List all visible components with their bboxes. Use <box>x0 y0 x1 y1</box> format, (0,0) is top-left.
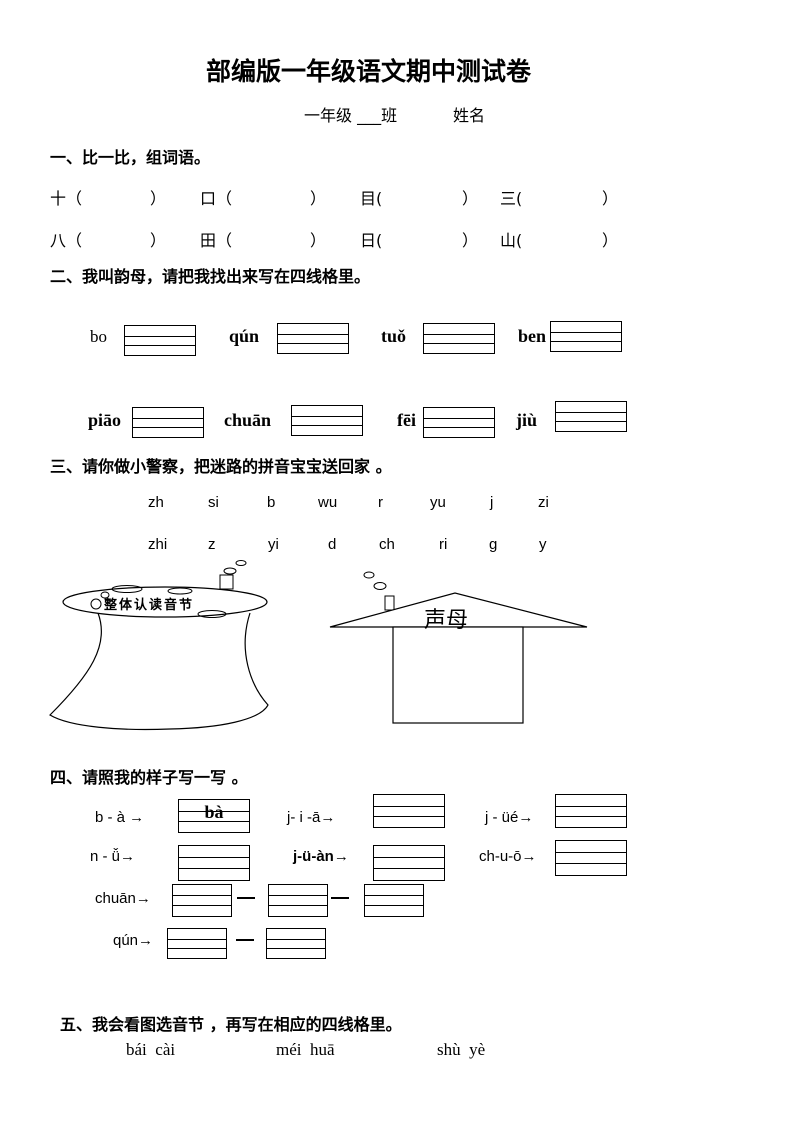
pinyin-label: qún <box>229 326 260 346</box>
pinyin-label: fēi <box>397 410 416 430</box>
four-line-grid[interactable] <box>550 321 622 352</box>
page-title: 部编版一年级语文期中测试卷 <box>206 57 532 86</box>
pinyin-pair: bái cài <box>126 1040 176 1059</box>
four-line-grid[interactable] <box>555 840 627 876</box>
example-grid: bà <box>178 799 250 833</box>
pinyin-item[interactable]: wu <box>318 494 338 511</box>
spelling-formula: ch-u-ō→ <box>479 848 537 865</box>
dash-separator <box>237 897 255 899</box>
four-line-grid[interactable] <box>373 794 445 828</box>
pinyin-item[interactable]: yi <box>268 536 279 553</box>
pinyin-label: tuǒ <box>381 326 407 346</box>
pinyin-item[interactable]: y <box>539 536 547 553</box>
word-item: 口（ <box>200 189 233 208</box>
pinyin-label: piāo <box>88 410 122 430</box>
four-line-grid[interactable] <box>277 323 349 354</box>
section5-heading: 五、我会看图选音节 ，再写在相应的四线格里。 <box>60 1015 402 1034</box>
four-line-grid[interactable] <box>268 884 328 917</box>
word-item: ） <box>150 189 167 208</box>
dash-separator <box>331 897 349 899</box>
pinyin-item[interactable]: ch <box>379 536 395 553</box>
spelling-formula: j - üé→ <box>485 809 534 826</box>
spelling-formula: chuān→ <box>95 890 151 907</box>
word-item: 八（ <box>50 231 83 250</box>
pinyin-pair: shù yè <box>437 1040 486 1059</box>
four-line-grid[interactable] <box>167 928 227 959</box>
dash-separator <box>236 939 254 941</box>
pinyin-item[interactable]: d <box>328 536 337 553</box>
four-line-grid[interactable] <box>555 794 627 828</box>
pinyin-label: bo <box>90 327 107 346</box>
name-label: 姓名 <box>453 106 486 125</box>
house-illustration <box>329 571 588 724</box>
four-line-grid[interactable] <box>172 884 232 917</box>
pinyin-item[interactable]: ri <box>439 536 448 553</box>
section4-heading: 四、请照我的样子写一写 。 <box>50 768 248 787</box>
word-item: ） <box>602 189 619 208</box>
pot-label: 整体认读音节 <box>104 598 195 613</box>
word-item: 山( <box>500 231 523 250</box>
spelling-formula: j-ü-àn→ <box>293 848 349 865</box>
four-line-grid[interactable] <box>266 928 326 959</box>
pinyin-item[interactable]: zhi <box>148 536 168 553</box>
spelling-formula: j- i -ā→ <box>287 809 336 826</box>
pinyin-item[interactable]: si <box>208 494 219 511</box>
pinyin-item[interactable]: zh <box>148 494 164 511</box>
word-item: 田（ <box>200 231 233 250</box>
four-line-grid[interactable] <box>555 401 627 432</box>
section1-heading: 一、比一比，组词语。 <box>50 148 211 167</box>
four-line-grid[interactable] <box>124 325 196 356</box>
pinyin-pair: méi huā <box>276 1040 335 1059</box>
pot-illustration <box>49 560 269 731</box>
four-line-grid[interactable] <box>423 407 495 438</box>
word-item: 日( <box>360 231 383 250</box>
house-label: 声母 <box>424 608 469 633</box>
spelling-formula: qún→ <box>113 932 154 949</box>
spelling-formula: n - ǚ→ <box>90 848 136 865</box>
four-line-grid[interactable] <box>291 405 363 436</box>
four-line-grid[interactable] <box>132 407 204 438</box>
pinyin-label: ben <box>518 326 547 346</box>
four-line-grid[interactable] <box>178 845 250 881</box>
word-item: 十（ <box>50 189 83 208</box>
pinyin-item[interactable]: zi <box>538 494 549 511</box>
pinyin-item[interactable]: g <box>489 536 498 553</box>
pinyin-item[interactable]: z <box>208 536 216 553</box>
example-answer: bà <box>204 802 224 822</box>
pinyin-label: chuān <box>224 410 272 430</box>
section3-heading: 三、请你做小警察，把迷路的拼音宝宝送回家 。 <box>50 457 392 476</box>
word-item: ） <box>462 231 479 250</box>
word-item: ） <box>462 189 479 208</box>
spelling-formula: b - à → <box>95 809 145 826</box>
word-item: ） <box>150 231 167 250</box>
pinyin-label: jiù <box>516 410 538 430</box>
word-item: ） <box>310 189 327 208</box>
pinyin-item[interactable]: yu <box>430 494 446 511</box>
section2-heading: 二、我叫韵母，请把我找出来写在四线格里。 <box>50 267 371 286</box>
four-line-grid[interactable] <box>364 884 424 917</box>
pinyin-item[interactable]: b <box>267 494 276 511</box>
word-item: 三( <box>500 189 523 208</box>
word-item: 目( <box>360 189 383 208</box>
class-line: 一年级 ___班 <box>304 106 398 125</box>
four-line-grid[interactable] <box>373 845 445 881</box>
four-line-grid[interactable] <box>423 323 495 354</box>
word-item: ） <box>310 231 327 250</box>
pinyin-item[interactable]: j <box>490 494 494 511</box>
word-item: ） <box>602 231 619 250</box>
pinyin-item[interactable]: r <box>378 494 383 511</box>
